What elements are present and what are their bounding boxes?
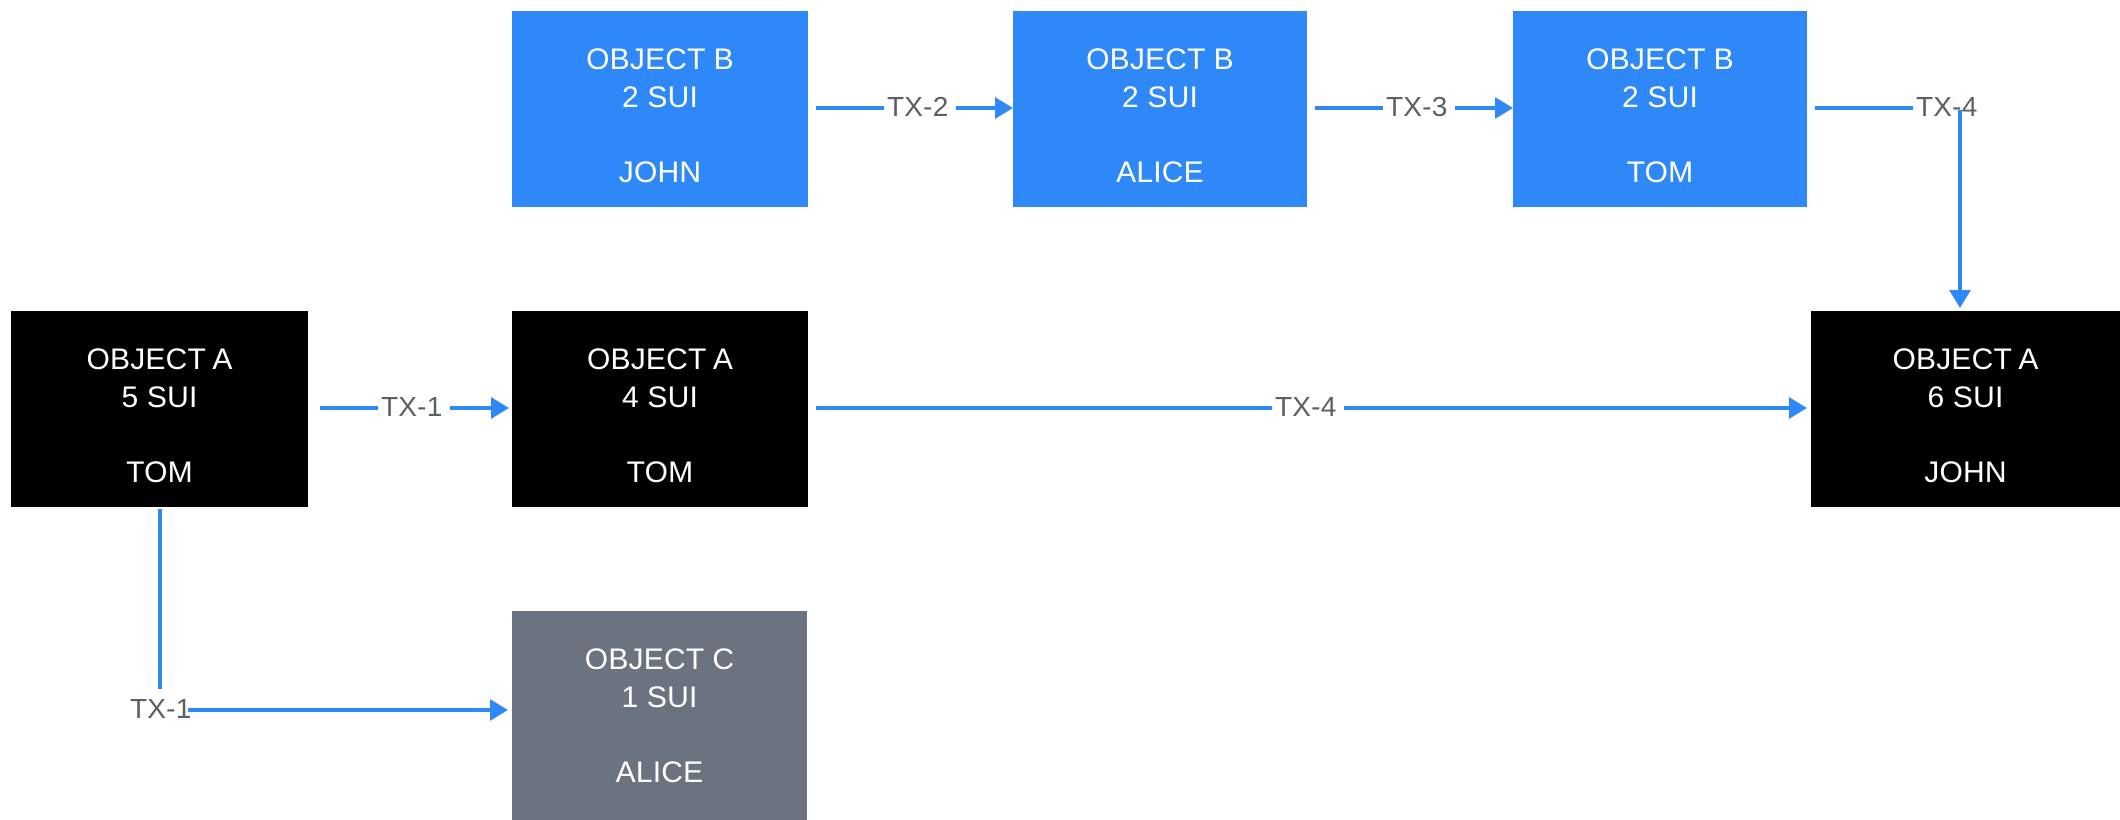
node-title: OBJECT A xyxy=(586,343,734,376)
node-amount: 2 SUI xyxy=(1121,81,1199,115)
node-title: OBJECT B xyxy=(1586,43,1734,76)
node-owner: TOM xyxy=(1626,155,1694,189)
edge-tx-1-c-arrowhead-icon xyxy=(490,699,508,721)
edge-tx-2-line-left xyxy=(816,106,888,110)
node-owner: JOHN xyxy=(1924,455,2007,489)
node-amount: 4 SUI xyxy=(621,381,699,415)
node-owner: JOHN xyxy=(618,155,702,189)
node-amount: 5 SUI xyxy=(121,381,198,415)
edge-tx-2-arrowhead-icon xyxy=(995,97,1013,119)
edge-tx-1-c-line-vertical xyxy=(158,509,162,689)
edge-tx-4-b-label: TX-4 xyxy=(1913,93,1981,121)
node-amount: 6 SUI xyxy=(1927,381,2004,415)
edge-tx-4-b-line-vertical xyxy=(1958,110,1962,290)
node-object-c-alice[interactable]: OBJECT C 1 SUI ALICE xyxy=(512,611,807,820)
node-owner: TOM xyxy=(126,455,193,489)
node-title: OBJECT B xyxy=(586,43,734,76)
edge-tx-4-b-arrowhead-icon xyxy=(1949,290,1971,308)
node-title: OBJECT C xyxy=(584,643,735,676)
edge-tx-1-c-label: TX-1 xyxy=(127,695,195,723)
edge-tx-4-a-arrowhead-icon xyxy=(1789,397,1807,419)
node-object-a-6sui-john[interactable]: OBJECT A 6 SUI JOHN xyxy=(1811,311,2120,507)
edge-tx-4-a-line-right xyxy=(1344,406,1790,410)
node-object-a-4sui-tom[interactable]: OBJECT A 4 SUI TOM xyxy=(512,311,808,507)
edge-tx-4-a-label: TX-4 xyxy=(1272,393,1340,421)
edge-tx-1-a-line-right xyxy=(450,406,492,410)
edge-tx-2-label: TX-2 xyxy=(884,93,952,121)
node-title: OBJECT A xyxy=(1892,343,2039,376)
node-title: OBJECT A xyxy=(86,343,233,376)
edge-tx-1-a-line-left xyxy=(320,406,382,410)
edge-tx-4-a-line-left xyxy=(816,406,1276,410)
edge-tx-1-c-line-horizontal xyxy=(188,708,491,712)
node-object-b-john[interactable]: OBJECT B 2 SUI JOHN xyxy=(512,11,808,207)
node-title: OBJECT B xyxy=(1086,43,1234,76)
edge-tx-3-label: TX-3 xyxy=(1383,93,1451,121)
node-object-b-tom[interactable]: OBJECT B 2 SUI TOM xyxy=(1513,11,1807,207)
node-amount: 2 SUI xyxy=(1621,81,1699,115)
edge-tx-1-a-label: TX-1 xyxy=(378,393,446,421)
edge-tx-4-b-line-horizontal xyxy=(1815,106,1915,110)
edge-tx-3-line-left xyxy=(1315,106,1387,110)
node-amount: 1 SUI xyxy=(621,681,698,715)
node-owner: TOM xyxy=(626,455,694,489)
edge-tx-3-line-right xyxy=(1455,106,1496,110)
node-amount: 2 SUI xyxy=(621,81,699,115)
node-object-b-alice[interactable]: OBJECT B 2 SUI ALICE xyxy=(1013,11,1307,207)
node-owner: ALICE xyxy=(1116,155,1204,189)
edge-tx-3-arrowhead-icon xyxy=(1495,97,1513,119)
edge-tx-1-a-arrowhead-icon xyxy=(491,397,509,419)
node-owner: ALICE xyxy=(615,755,704,789)
edge-tx-2-line-right xyxy=(956,106,996,110)
node-object-a-5sui-tom[interactable]: OBJECT A 5 SUI TOM xyxy=(11,311,308,507)
